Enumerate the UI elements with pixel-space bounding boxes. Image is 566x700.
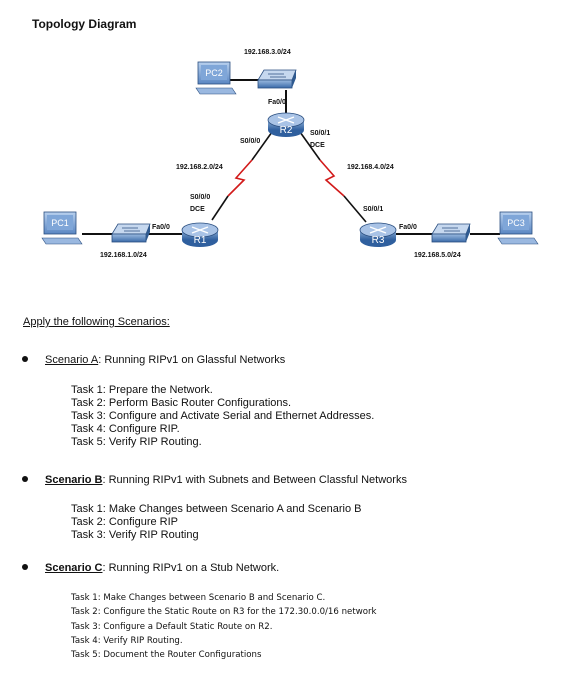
serial-zigzag-right [319,159,345,197]
pc-icon-pc2: PC2 [195,61,237,95]
pc1-label: PC1 [51,218,69,228]
serial-link-r2-r3-b [343,195,367,223]
network-label-r1-r2: 192.168.2.0/24 [176,164,223,171]
apply-scenarios-heading: Apply the following Scenarios: [23,316,170,328]
serial-link-r2-r1-a [251,131,273,161]
r1-fa-interface-label: Fa0/0 [152,224,170,231]
task-item: Task 2: Configure the Static Route on R3… [71,607,377,618]
r3-label: R3 [372,235,385,246]
scenario-c-task-list: Task 1: Make Changes between Scenario B … [71,591,377,662]
router-icon-r1: R1 [181,222,219,247]
pc3-label: PC3 [507,218,525,228]
bullet-icon [22,476,28,483]
r2-s1-interface-label: S0/0/1 [310,130,331,137]
network-label-r2-r3: 192.168.4.0/24 [347,164,394,171]
pc2-label: PC2 [205,68,223,78]
scenario-b-task-list: Task 1: Make Changes between Scenario A … [71,503,361,542]
scenario-c-heading: Scenario C: Running RIPv1 on a Stub Netw… [22,562,279,574]
serial-link-r2-r3-a [299,131,321,161]
scenario-c-desc: : Running RIPv1 on a Stub Network. [102,562,280,574]
task-item: Task 3: Verify RIP Routing [71,529,199,541]
bullet-icon [22,564,28,571]
ethernet-links [82,79,500,235]
task-item: Task 5: Document the Router Configuratio… [71,650,262,661]
scenario-b-desc: : Running RIPv1 with Subnets and Between… [102,474,407,486]
pc-icon-pc1: PC1 [41,211,83,245]
r2-label: R2 [280,125,293,136]
switch-icon [431,223,471,243]
task-item: Task 2: Perform Basic Router Configurati… [71,397,292,409]
network-label-r3-lan: 192.168.5.0/24 [414,252,461,259]
router-icon-r2: R2 [267,112,305,137]
serial-links [211,131,367,223]
topology-diagram: R2 R1 R3 PC2 PC1 PC3 [41,61,539,247]
r2-fa-interface-label: Fa0/0 [268,99,286,106]
network-label-r2-lan: 192.168.3.0/24 [244,49,291,56]
task-item: Task 3: Configure and Activate Serial an… [71,410,375,422]
task-item: Task 2: Configure RIP [71,516,178,528]
r2-dce-label: DCE [310,142,325,149]
r2-s0-interface-label: S0/0/0 [240,138,261,145]
pc-icon-pc3: PC3 [497,211,539,245]
task-item: Task 1: Make Changes between Scenario B … [71,593,326,603]
r1-s0-interface-label: S0/0/0 [190,194,211,201]
bullet-icon [22,356,28,363]
task-item: Task 5: Verify RIP Routing. [71,436,202,448]
r3-s1-interface-label: S0/0/1 [363,206,384,213]
network-label-r1-lan: 192.168.1.0/24 [100,252,147,259]
scenario-a-task-list: Task 1: Prepare the Network. Task 2: Per… [71,384,374,449]
r1-dce-label: DCE [190,206,205,213]
scenario-a-name: Scenario A [45,354,99,366]
task-item: Task 4: Verify RIP Routing. [71,635,183,646]
task-item: Task 1: Prepare the Network. [71,384,213,396]
serial-zigzag-left [227,159,253,197]
switch-icon [111,223,151,243]
task-item: Task 4: Configure RIP. [71,423,180,435]
scenario-a-heading: Scenario A: Running RIPv1 on Glassful Ne… [22,354,285,366]
scenario-b-name: Scenario B [45,474,103,486]
task-item: Task 3: Configure a Default Static Route… [71,621,273,632]
router-icon-r3: R3 [359,222,397,247]
scenario-c-name: Scenario C [45,562,103,574]
task-item: Task 1: Make Changes between Scenario A … [71,503,362,515]
scenario-b-heading: Scenario B: Running RIPv1 with Subnets a… [22,474,407,486]
switch-icon [257,69,297,89]
r1-label: R1 [194,235,207,246]
scenario-a-desc: : Running RIPv1 on Glassful Networks [98,354,286,366]
page-title: Topology Diagram [32,17,137,31]
serial-link-r2-r1-b [211,195,229,221]
r3-fa-interface-label: Fa0/0 [399,224,417,231]
